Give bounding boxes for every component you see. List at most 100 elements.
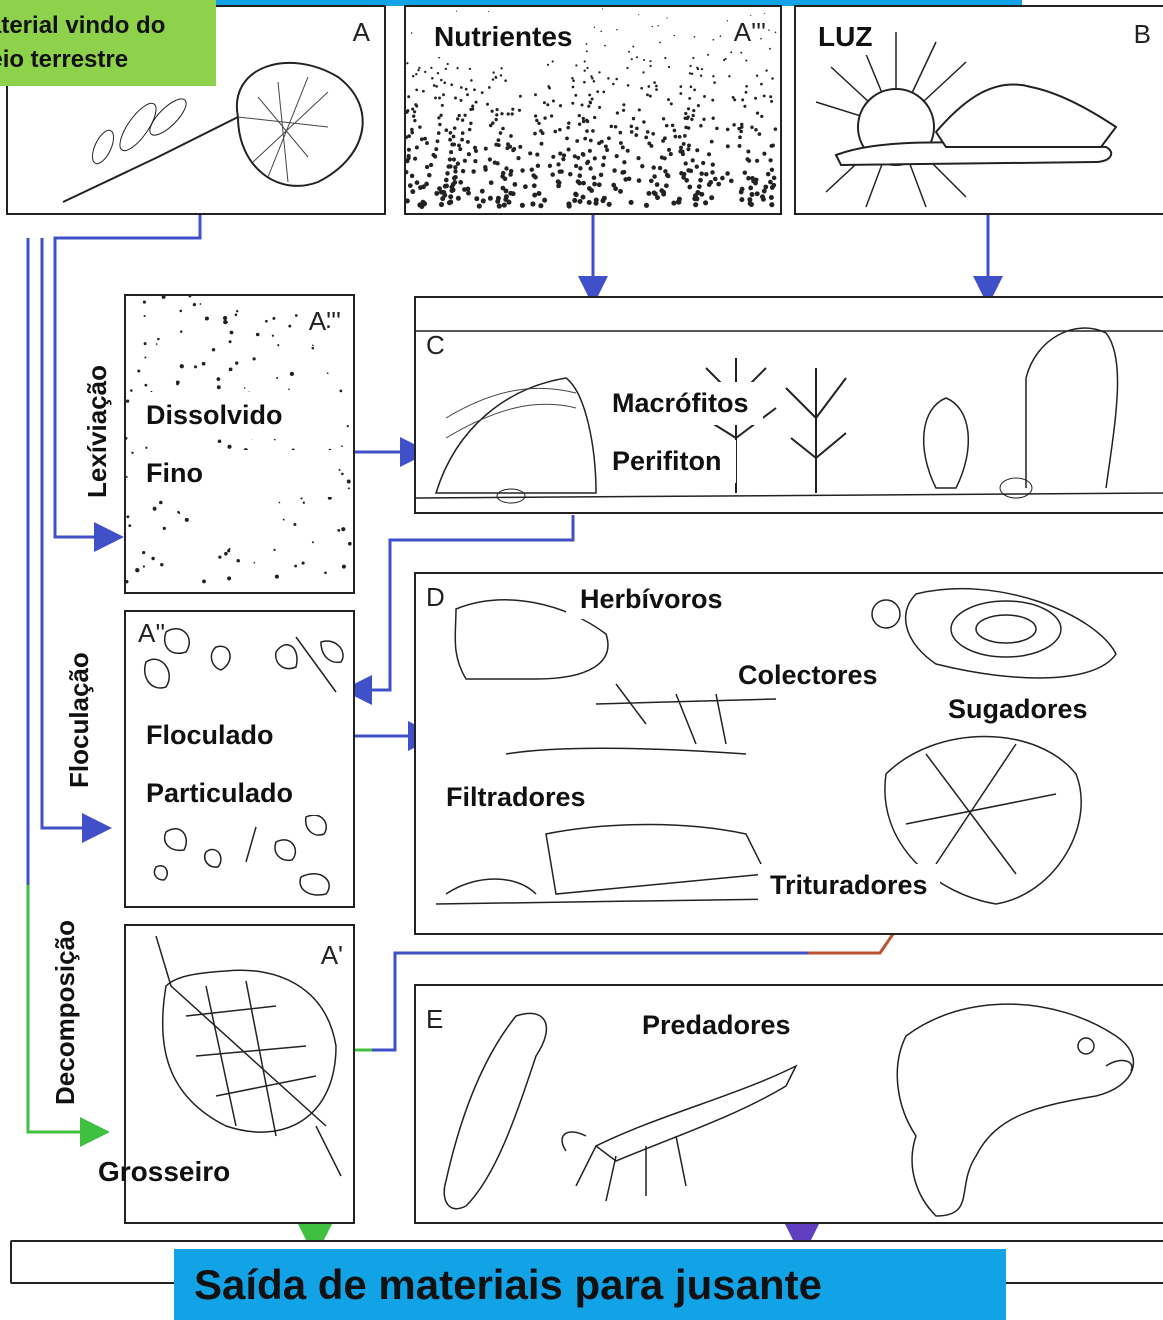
stipple-dot (594, 197, 599, 202)
stipple-dot (425, 141, 429, 145)
stipple-dot (556, 162, 560, 166)
stipple-dot (732, 123, 735, 126)
stipple-dot (630, 125, 634, 128)
stipple-dot (290, 372, 294, 376)
stipple-dot (272, 335, 274, 337)
stipple-dot (571, 77, 574, 80)
stipple-dot (538, 203, 543, 208)
stipple-dot (567, 121, 570, 124)
stipple-dot (693, 202, 698, 207)
stipple-dot (690, 118, 693, 121)
stipple-dot (422, 90, 425, 93)
stipple-dot (739, 197, 744, 202)
stipple-dot (740, 123, 743, 126)
stipple-dot (202, 579, 206, 583)
stipple-dot (658, 25, 659, 26)
stipple-dot (469, 122, 472, 125)
stipple-dot (339, 469, 341, 471)
stipple-dot (425, 165, 429, 169)
stipple-dot (547, 64, 549, 66)
stipple-dot (475, 101, 478, 104)
stipple-dot (695, 148, 699, 152)
stipple-dot (727, 20, 728, 21)
stipple-dot (535, 153, 539, 157)
nutrients-label: Nutrientes (424, 17, 582, 57)
stipple-dot (501, 171, 505, 175)
stipple-dot (716, 182, 721, 187)
stipple-dot (684, 117, 687, 120)
stipple-dot (582, 120, 585, 123)
stipple-dot (548, 164, 552, 168)
stipple-dot (738, 144, 742, 148)
stipple-dot (701, 68, 703, 70)
stipple-dot (637, 178, 642, 183)
stipple-dot (622, 160, 626, 164)
stipple-dot (511, 112, 514, 115)
stipple-dot (293, 523, 296, 526)
stipple-dot (229, 548, 231, 550)
fine-label: Fino (136, 450, 336, 497)
stipple-dot (666, 17, 667, 18)
stipple-dot (430, 67, 432, 69)
stipple-dot (558, 152, 562, 156)
stipple-dot (126, 580, 128, 583)
stipple-dot (327, 372, 329, 374)
stipple-dot (275, 575, 279, 579)
stipple-dot (745, 91, 748, 94)
stipple-dot (276, 377, 278, 379)
stipple-dot (486, 103, 489, 106)
stipple-dot (341, 445, 343, 447)
stipple-dot (655, 182, 660, 187)
stipple-dot (503, 177, 508, 182)
stipple-dot (715, 127, 719, 131)
stipple-dot (587, 200, 592, 205)
stipple-dot (508, 145, 512, 149)
stipple-dot (447, 164, 451, 168)
stipple-dot (738, 135, 742, 139)
stipple-dot (687, 107, 690, 110)
stipple-dot (636, 156, 640, 160)
stipple-dot (649, 144, 653, 148)
stipple-dot (406, 198, 410, 203)
stipple-dot (504, 166, 508, 170)
stipple-dot (450, 143, 454, 147)
stipple-dot (652, 174, 657, 179)
stipple-dot (502, 203, 507, 208)
stipple-dot (495, 113, 498, 116)
stipple-dot (769, 202, 774, 207)
stipple-dot (235, 313, 238, 316)
stipple-dot (707, 54, 709, 56)
stipple-dot (458, 147, 462, 151)
stipple-dot (418, 185, 423, 190)
stipple-dot (583, 81, 586, 84)
stipple-dot (631, 58, 633, 60)
stipple-dot (516, 156, 520, 160)
stipple-dot (144, 357, 146, 359)
output-title-box: Saída de materiais para jusante (174, 1249, 1006, 1320)
panel-flocculated: A'' (124, 610, 355, 908)
panel-dissolved-fine: A''' (124, 294, 355, 594)
stipple-dot (550, 114, 553, 117)
stipple-dot (437, 72, 439, 74)
stipple-dot (667, 148, 671, 152)
stipple-dot (681, 152, 685, 156)
stipple-dot (471, 169, 475, 173)
stipple-dot (768, 180, 773, 185)
stipple-dot (466, 191, 471, 196)
stipple-dot (530, 201, 535, 206)
stipple-dot (406, 62, 408, 64)
stipple-dot (733, 98, 736, 101)
stipple-dot (671, 124, 674, 127)
stipple-dot (745, 85, 748, 88)
stipple-dot (591, 129, 595, 133)
stipple-dot (342, 565, 346, 569)
stipple-dot (589, 139, 593, 143)
stipple-dot (461, 119, 464, 122)
stipple-dot (578, 166, 582, 170)
stipple-dot (244, 387, 246, 389)
stipple-dot (414, 103, 417, 106)
stipple-dot (750, 192, 755, 197)
stipple-dot (678, 135, 682, 139)
stipple-dot (163, 527, 166, 530)
stipple-dot (640, 87, 643, 90)
